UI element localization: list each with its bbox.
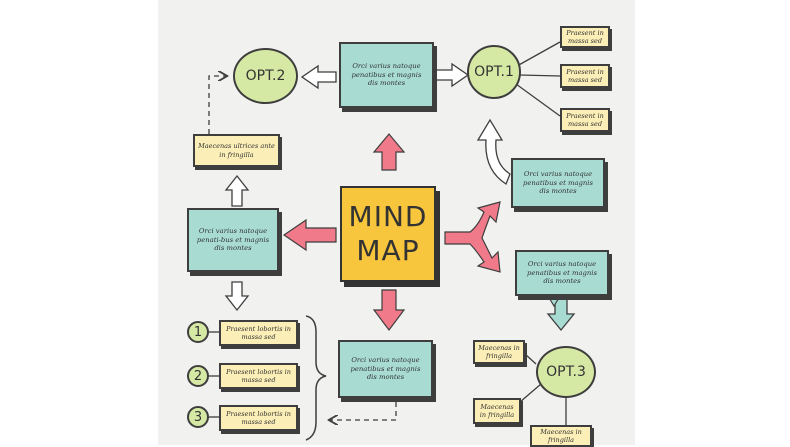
- pink-arrow-down: [372, 289, 406, 331]
- pink-arrow-up: [372, 133, 406, 171]
- opt2-circle: OPT.2: [233, 48, 298, 104]
- curly-brace: [305, 315, 327, 441]
- speech-text-box: Orci varius natoque penatibus et magnis …: [515, 250, 609, 296]
- left-text-box: Orci varius natoque penati-bus et magnis…: [187, 208, 279, 272]
- number-circle-3: 3: [187, 406, 209, 428]
- opt1-circle: OPT.1: [467, 45, 521, 99]
- speech-box-tail: [546, 295, 562, 308]
- pink-arrow-left: [282, 218, 337, 252]
- left-note: Maecenas ultrices ante in fringilla: [193, 134, 280, 167]
- top-text-box: Orci varius natoque penatibus et magnis …: [339, 42, 434, 108]
- number-circle-2: 2: [187, 365, 209, 387]
- opt1-line-2: [518, 74, 561, 77]
- hollow-arrow-left-down: [224, 281, 250, 312]
- hollow-arrow-top-to-opt1: [435, 62, 470, 88]
- hollow-arrow-curved-up: [476, 118, 511, 185]
- opt3-line-1: [524, 353, 537, 365]
- opt3-note-3: Maecenas in fringilla: [530, 425, 592, 447]
- teal-arrow-down: [546, 295, 576, 332]
- bottom-text-box: Orci varius natoque penatibus et magnis …: [338, 340, 433, 398]
- opt3-note-2: Maecenas in fringilla: [473, 398, 521, 424]
- dashed-bottombox-connector: [330, 402, 397, 420]
- opt1-note-3: Praesent in massa sed: [560, 108, 610, 132]
- opt3-line-2: [519, 383, 542, 403]
- dashed-note-to-opt2: [208, 76, 226, 134]
- opt3-circle: OPT.3: [536, 346, 596, 398]
- hollow-arrow-top-to-opt2: [300, 64, 337, 90]
- numbered-item-2: Praesent lobortis in massa sed: [219, 363, 298, 389]
- opt1-note-2: Praesent in massa sed: [560, 64, 610, 88]
- numbered-item-1: Praesent lobortis in massa sed: [219, 320, 298, 346]
- numbered-item-3: Praesent lobortis in massa sed: [219, 405, 298, 431]
- opt3-note-1: Maecenas in fringilla: [473, 340, 525, 364]
- right-text-box: Orci varius natoque penatibus et magnis …: [511, 158, 605, 208]
- opt1-line-3: [515, 83, 561, 117]
- center-node-mind-map: MIND MAP: [340, 186, 436, 282]
- number-circle-1: 1: [187, 321, 209, 343]
- hollow-arrow-left-up: [224, 174, 250, 207]
- opt1-line-1: [516, 41, 561, 67]
- opt1-note-1: Praesent in massa sed: [560, 26, 610, 48]
- pink-fork-arrow: [444, 201, 501, 273]
